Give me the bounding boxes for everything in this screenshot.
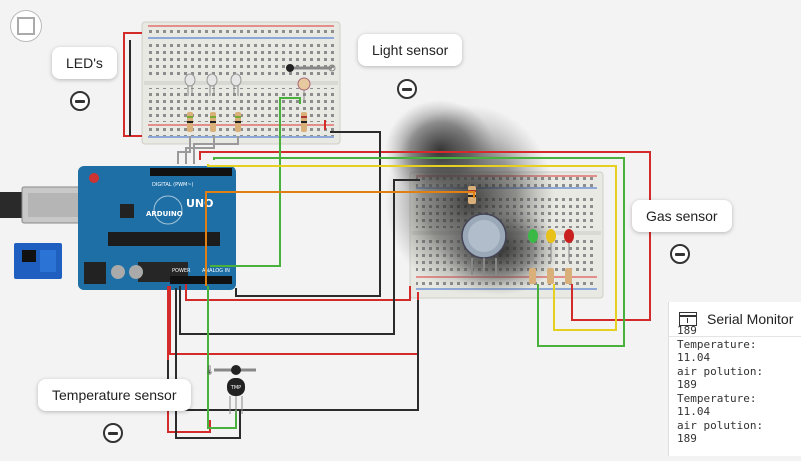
resistors-top[interactable] xyxy=(187,112,307,132)
serial-monitor-title: Serial Monitor xyxy=(707,311,794,327)
wire-green[interactable] xyxy=(279,97,301,104)
serial-line: 11.04 xyxy=(677,351,711,364)
wires[interactable] xyxy=(123,32,651,439)
wire-black[interactable] xyxy=(235,131,381,297)
led-yellow[interactable] xyxy=(546,229,556,262)
photoresistor[interactable] xyxy=(286,64,336,100)
led-green[interactable] xyxy=(528,229,538,262)
thermometer-low-icon: 🌡 xyxy=(204,365,215,376)
window-icon xyxy=(679,312,697,326)
wire-black[interactable] xyxy=(175,288,241,439)
serial-line: 189 xyxy=(677,324,697,337)
resistor[interactable] xyxy=(301,112,307,132)
serial-line: 189 xyxy=(677,432,697,445)
label-gas-sensor[interactable]: Gas sensor xyxy=(632,200,732,232)
resistor[interactable] xyxy=(235,112,241,132)
wire-green[interactable] xyxy=(213,157,625,347)
led[interactable] xyxy=(184,73,196,96)
arduino-digital-header-label: DIGITAL (PWM~) xyxy=(152,182,194,188)
led-red[interactable] xyxy=(564,229,574,262)
remove-gas-sensor-label-icon[interactable] xyxy=(670,244,690,264)
wire-orange[interactable] xyxy=(205,191,475,286)
serial-monitor-header[interactable]: Serial Monitor xyxy=(669,302,801,337)
temperature-chip-label: TMP xyxy=(230,385,241,391)
wire-red[interactable] xyxy=(185,284,411,301)
serial-line: Temperature: xyxy=(677,391,757,405)
arduino-brand: ARDUINO xyxy=(146,210,183,218)
arduino-uno-board[interactable] xyxy=(78,166,236,290)
wire-red[interactable] xyxy=(199,151,651,321)
wire-red[interactable] xyxy=(167,286,211,433)
remove-light-sensor-label-icon[interactable] xyxy=(397,79,417,99)
wire-yellow[interactable] xyxy=(207,164,617,331)
remove-temperature-sensor-label-icon[interactable] xyxy=(103,423,123,443)
gas-sensor[interactable] xyxy=(461,213,507,275)
label-light-sensor-text: Light sensor xyxy=(372,42,449,58)
label-temperature-sensor[interactable]: Temperature sensor xyxy=(38,379,191,411)
serial-line: Temperature: xyxy=(677,337,757,351)
label-light-sensor[interactable]: Light sensor xyxy=(358,34,463,66)
serial-line: air polution: xyxy=(677,418,764,432)
arduino-power-label: POWER xyxy=(172,268,191,274)
led-group-top[interactable] xyxy=(184,73,242,96)
wire-gray[interactable] xyxy=(177,136,191,164)
label-gas-sensor-text: Gas sensor xyxy=(646,208,718,224)
led[interactable] xyxy=(206,73,218,96)
fit-to-view-icon[interactable] xyxy=(10,10,42,42)
wire-black[interactable] xyxy=(179,179,420,335)
label-leds[interactable]: LED's xyxy=(52,47,117,79)
arduino-model: UNO xyxy=(186,197,214,210)
led[interactable] xyxy=(230,73,242,96)
resistors-right[interactable] xyxy=(529,268,572,284)
temperature-sensor[interactable] xyxy=(214,365,256,414)
serial-line: air polution: xyxy=(677,364,764,378)
wifi-module[interactable] xyxy=(14,243,62,279)
resistor[interactable] xyxy=(187,112,193,132)
wire-green[interactable] xyxy=(207,286,237,429)
wire-red[interactable] xyxy=(123,32,142,137)
arduino-analog-label: ANALOG IN xyxy=(202,268,230,274)
remove-leds-label-icon[interactable] xyxy=(70,91,90,111)
label-temperature-sensor-text: Temperature sensor xyxy=(52,387,177,403)
serial-line: 11.04 xyxy=(677,405,711,418)
wire-gray[interactable] xyxy=(193,136,239,164)
label-leds-text: LED's xyxy=(66,55,103,71)
serial-line: 189 xyxy=(677,378,697,391)
resistor[interactable] xyxy=(210,112,216,132)
wire-gray[interactable] xyxy=(185,136,215,164)
